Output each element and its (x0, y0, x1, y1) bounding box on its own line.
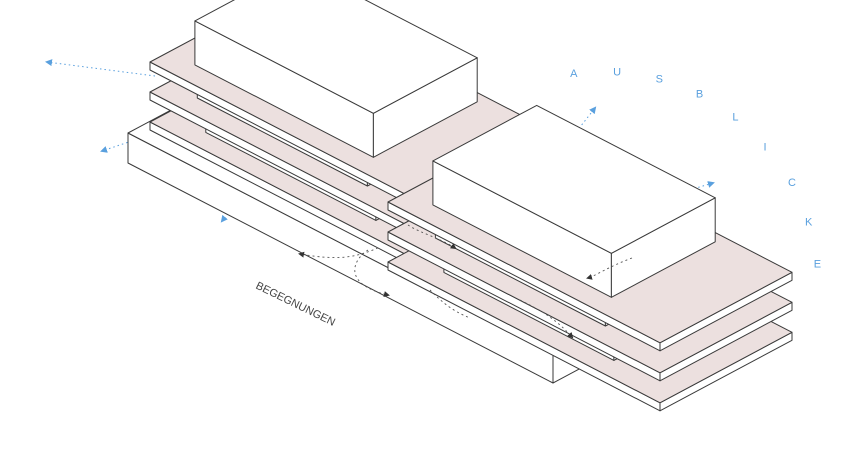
label-ausblicke-letter: U (613, 66, 621, 78)
route-path-left (298, 247, 379, 259)
left-building-top-volume-top-face (194, 0, 478, 114)
view-arrow-northwest (45, 59, 156, 77)
label-begegnungen: BEGEGNUNGEN (254, 280, 337, 329)
route-path-middle (354, 249, 390, 298)
view-arrow-west (100, 117, 201, 153)
label-ausblicke-letter: L (732, 112, 738, 124)
label-ausblicke-letter: I (764, 141, 767, 153)
label-ausblicke-letter: A (570, 68, 578, 80)
label-ausblicke-letter: K (805, 216, 813, 228)
right-building-top-volume-top-face (432, 104, 716, 254)
route-path-right-loop (586, 257, 633, 280)
route-path-descent (429, 289, 471, 319)
building-blocks (149, 0, 793, 412)
encounter-routes (298, 224, 633, 339)
label-ausblicke-letter: C (788, 177, 796, 189)
label-ausblicke-letter: S (656, 73, 663, 85)
right-building-top-volume (432, 104, 716, 298)
route-path-lower-loop (519, 299, 574, 339)
label-ausblicke-letter: B (696, 89, 703, 101)
label-ausblicke: A U S B L I C K E (570, 66, 821, 270)
left-building-top-volume (194, 0, 478, 158)
label-ausblicke-letter: E (814, 259, 821, 271)
